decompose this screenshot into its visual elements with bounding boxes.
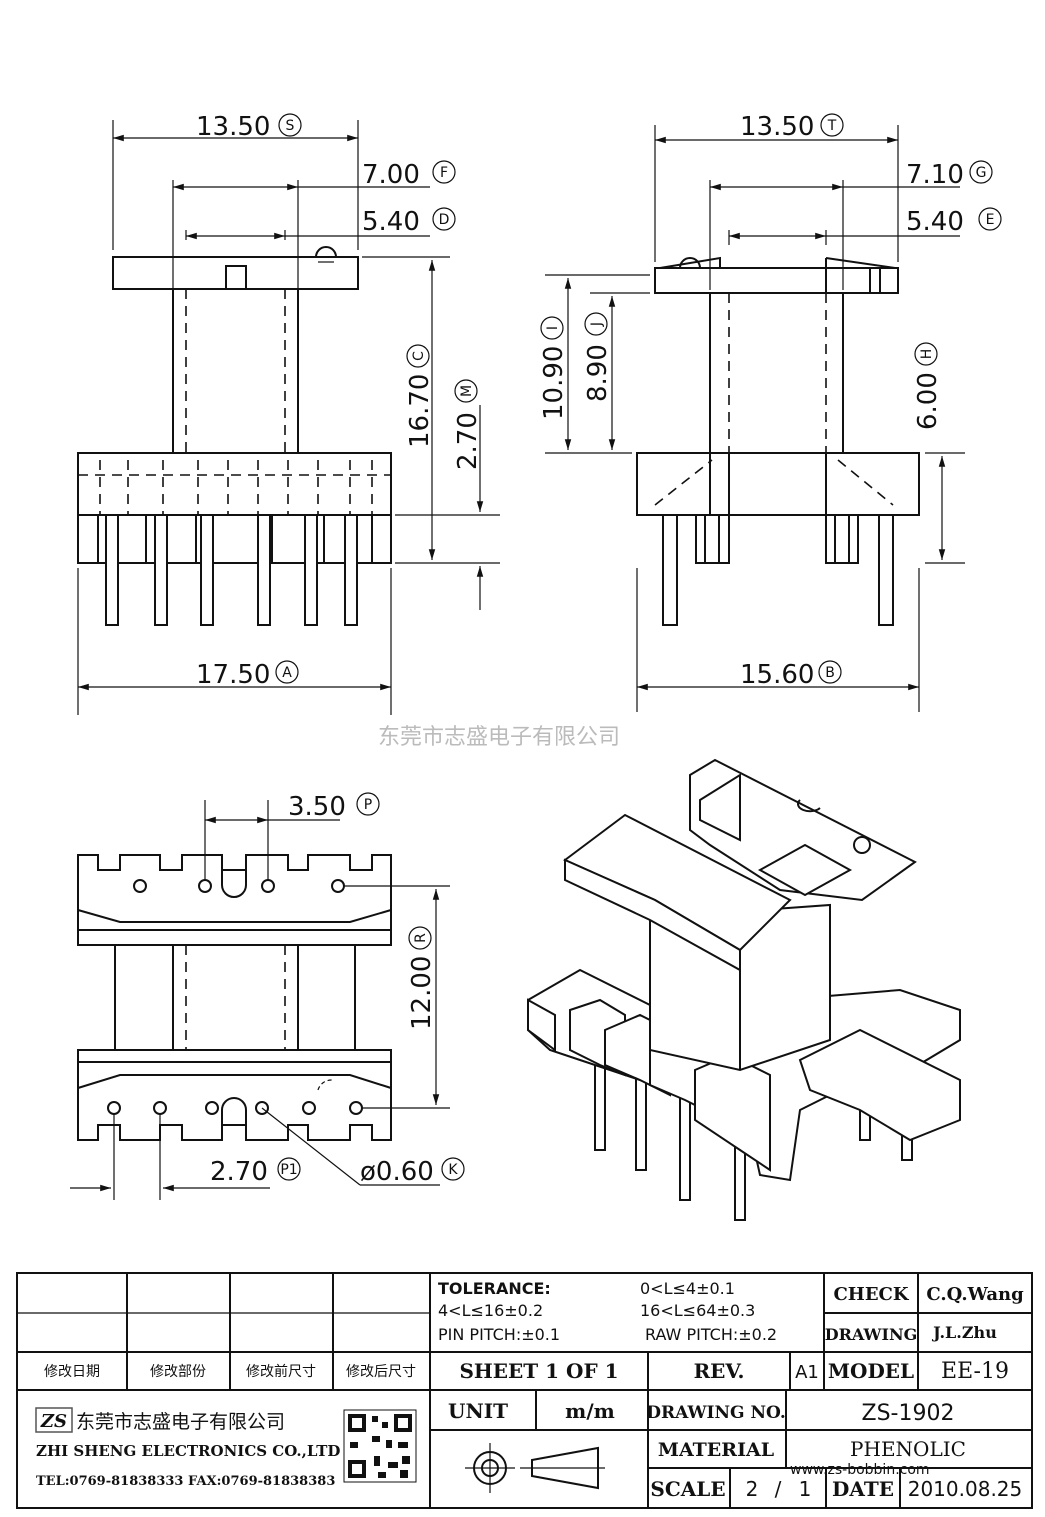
rev-value: A1: [795, 1362, 819, 1383]
watermark: 东莞市志盛电子有限公司: [378, 725, 620, 750]
model-value: EE-19: [941, 1359, 1009, 1384]
check-value: C.Q.Wang: [926, 1284, 1024, 1305]
dim-s-value: 13.50: [196, 112, 270, 142]
model-label: MODEL: [828, 1359, 914, 1383]
raw-pitch: RAW PITCH:±0.2: [645, 1325, 777, 1344]
isometric-view: [527, 758, 961, 1221]
dim-k-label: K: [448, 1162, 458, 1178]
dim-t-value: 13.50: [740, 112, 814, 142]
unit-label: UNIT: [448, 1399, 508, 1423]
bottom-view-dimensions: 3.50 P 12.00 R 2.70 P1 ø0.60 K: [70, 792, 465, 1200]
title-block: 修改日期 修改部份 修改前尺寸 修改后尺寸 TOLERANCE: 0<L≤4±0…: [16, 1272, 1033, 1509]
front-view: [77, 246, 392, 626]
dim-j-label: J: [589, 322, 605, 327]
qr-code-icon: [343, 1409, 417, 1483]
bottom-view: [77, 854, 392, 1141]
dim-a-value: 17.50: [196, 660, 270, 690]
dim-g-value: 7.10: [906, 160, 964, 190]
front-view-dimensions: 13.50 S 7.00 F 5.40 D 16.70 C 2.70 M 17.…: [77, 112, 500, 715]
company-contact: TEL:0769-81838333 FAX:0769-81838383: [36, 1474, 335, 1489]
dim-t-label: T: [827, 118, 837, 134]
dim-g-label: G: [976, 165, 987, 181]
drawing-label: DRAWING: [825, 1325, 918, 1344]
dim-r-value: 12.00: [407, 956, 437, 1030]
dim-p-value: 3.50: [288, 792, 346, 822]
tolerance-range-2: 4<L≤16±0.2: [438, 1301, 543, 1320]
dim-d-label: D: [439, 212, 450, 228]
unit-value: m/m: [565, 1399, 615, 1423]
dim-d-value: 5.40: [362, 207, 420, 237]
dim-f-label: F: [440, 165, 448, 181]
company-logo: ZS: [35, 1407, 73, 1433]
dim-a-label: A: [282, 665, 292, 681]
material-value: PHENOLIC: [850, 1437, 966, 1461]
rev-header-after: 修改后尺寸: [346, 1364, 416, 1380]
dim-k-value: ø0.60: [360, 1157, 434, 1187]
date-value: 2010.08.25: [908, 1477, 1023, 1501]
dim-f-value: 7.00: [362, 160, 420, 190]
dim-i-value: 10.90: [539, 346, 569, 420]
drawing-value: J.L.Zhu: [931, 1323, 997, 1342]
dim-b-value: 15.60: [740, 660, 814, 690]
scale-label: SCALE: [650, 1477, 725, 1501]
rev-header-part: 修改部份: [150, 1364, 206, 1380]
rev-header-before: 修改前尺寸: [246, 1363, 316, 1380]
drawing-no-value: ZS-1902: [862, 1401, 955, 1426]
rev-header-date: 修改日期: [44, 1364, 100, 1380]
scale-numerator: 2: [746, 1477, 759, 1501]
tolerance-label: TOLERANCE:: [438, 1279, 551, 1298]
rev-label: REV.: [694, 1359, 745, 1383]
dim-c-label: C: [411, 351, 427, 361]
dim-m-label: M: [459, 385, 475, 397]
scale-separator: /: [775, 1477, 782, 1501]
scale-denominator: 1: [799, 1477, 812, 1501]
tolerance-range-1: 0<L≤4±0.1: [640, 1279, 735, 1298]
sheet-number: SHEET 1 OF 1: [459, 1359, 618, 1383]
company-logo-mark: ZS: [40, 1411, 67, 1432]
check-label: CHECK: [833, 1284, 909, 1305]
date-label: DATE: [832, 1477, 894, 1501]
dim-c-value: 16.70: [405, 374, 435, 448]
side-view: [636, 256, 920, 626]
dim-s-label: S: [286, 118, 295, 134]
dim-p1-label: P1: [280, 1162, 297, 1178]
company-name-en: ZHI SHENG ELECTRONICS CO.,LTD: [36, 1442, 340, 1460]
dim-e-value: 5.40: [906, 207, 964, 237]
company-name-cn: 东莞市志盛电子有限公司: [76, 1411, 285, 1433]
dim-j-value: 8.90: [583, 344, 613, 402]
side-view-dimensions: 13.50 T 7.10 G 5.40 E 10.90 I 8.90 J 6.0…: [539, 112, 1002, 712]
tolerance-range-3: 16<L≤64±0.3: [640, 1301, 755, 1320]
dim-i-label: I: [545, 326, 561, 330]
dim-r-label: R: [413, 933, 429, 943]
projection-symbol-icon: [465, 1443, 605, 1493]
dim-b-label: B: [825, 665, 835, 681]
dim-e-label: E: [986, 212, 995, 228]
material-label: MATERIAL: [658, 1439, 774, 1461]
dim-h-value: 6.00: [913, 372, 943, 430]
website-watermark: www.zs-bobbin.com: [790, 1462, 930, 1478]
dim-h-label: H: [919, 349, 935, 360]
dim-p-label: P: [364, 797, 372, 813]
dim-m-value: 2.70: [453, 412, 483, 470]
drawing-no-label: DRAWING NO.: [646, 1403, 786, 1423]
dim-p1-value: 2.70: [210, 1157, 268, 1187]
pin-pitch: PIN PITCH:±0.1: [438, 1325, 560, 1344]
